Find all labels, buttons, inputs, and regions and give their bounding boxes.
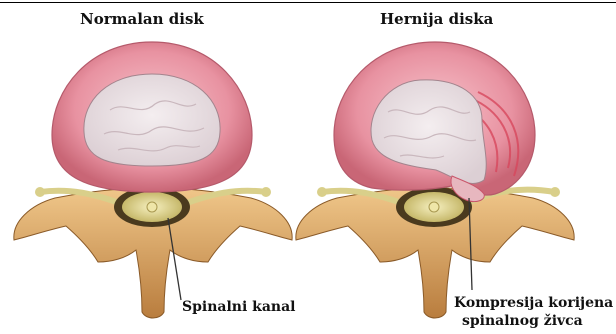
normal-disc-illustration	[14, 42, 292, 318]
hernia-disc-title: Hernija diska	[380, 10, 493, 28]
left-nucleus	[84, 74, 220, 166]
herniated-disc-illustration	[296, 42, 574, 318]
normal-disc-title: Normalan disk	[80, 10, 204, 28]
spinal-canal-label: Spinalni kanal	[182, 298, 296, 316]
compression-label-line2: spinalnog živca	[462, 312, 583, 330]
compression-label-line1: Kompresija korijena	[454, 294, 613, 312]
